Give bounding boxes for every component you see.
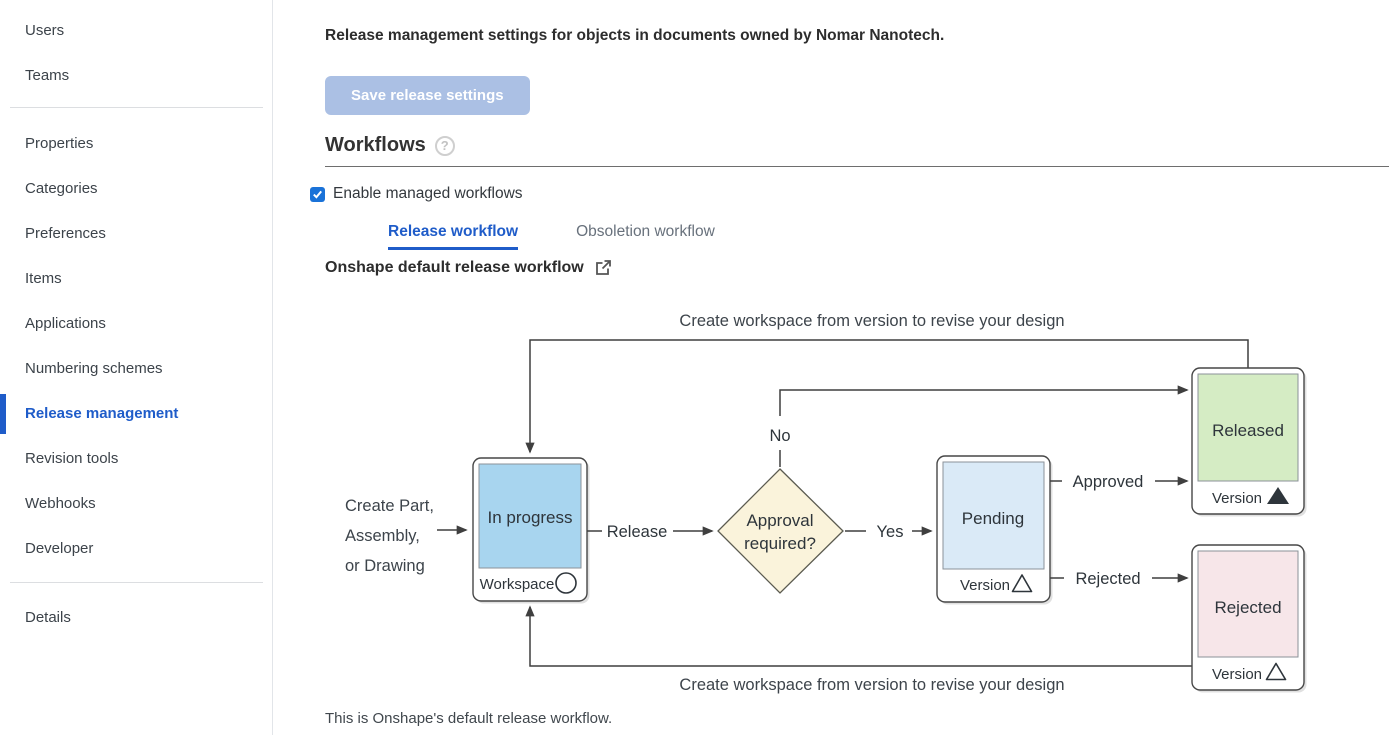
page-title: Release management settings for objects …: [325, 27, 945, 44]
decision-shape: [717, 468, 844, 594]
rejected-label: Rejected: [1214, 598, 1281, 617]
rejected-fill: [1197, 550, 1299, 658]
tab-obsoletion-workflow[interactable]: Obsoletion workflow: [576, 223, 715, 240]
bottom-note: Create workspace from version to revise …: [679, 676, 1064, 694]
sidebar-item-numbering-schemes[interactable]: Numbering schemes: [25, 360, 163, 377]
release-workflow-diagram: Create workspace from version to revise …: [345, 312, 1307, 694]
sidebar-item-release-management[interactable]: Release management: [0, 394, 272, 434]
sidebar-item-items[interactable]: Items: [25, 270, 62, 287]
input-text-line2: Assembly,: [345, 527, 420, 545]
in-progress-fill: [478, 463, 582, 569]
sidebar-item-applications[interactable]: Applications: [25, 315, 106, 332]
workspace-circle-icon: [555, 572, 577, 594]
approved-edge-label: Approved: [1073, 473, 1144, 491]
external-link-icon[interactable]: [594, 259, 612, 277]
approval-decision-diamond: Approval required?: [717, 468, 844, 594]
no-edge-label: No: [769, 427, 790, 445]
triangle-filled-icon: [1267, 487, 1289, 504]
released-node: Released Version: [1191, 367, 1307, 517]
released-label: Released: [1212, 421, 1284, 440]
released-fill: [1197, 373, 1299, 482]
active-item-indicator: [0, 394, 6, 434]
rejected-edge-label: Rejected: [1075, 570, 1140, 588]
enable-managed-workflows-checkbox[interactable]: [310, 186, 325, 202]
in-progress-label: In progress: [487, 508, 572, 527]
rejected-sublabel: Version: [1212, 666, 1262, 683]
sidebar-item-teams[interactable]: Teams: [25, 67, 70, 84]
sidebar-divider: [10, 107, 263, 108]
feedback-line-bottom: [525, 605, 1192, 667]
sidebar-item-categories[interactable]: Categories: [25, 180, 98, 197]
in-progress-sublabel: Workspace: [480, 576, 555, 593]
sidebar-item-developer[interactable]: Developer: [25, 540, 94, 557]
no-edge-arrow: [779, 385, 1189, 416]
workflows-heading: Workflows: [325, 134, 426, 156]
pending-fill: [942, 461, 1045, 570]
sidebar-item-users[interactable]: Users: [25, 22, 65, 39]
yes-edge-label: Yes: [877, 523, 904, 541]
pending-label: Pending: [962, 509, 1024, 528]
input-text-line3: or Drawing: [345, 557, 425, 575]
released-sublabel: Version: [1212, 490, 1262, 507]
feedback-line-top: [525, 339, 1249, 454]
decision-line2: required?: [744, 534, 816, 553]
sidebar-divider: [10, 582, 263, 583]
diagram-caption: This is Onshape's default release workfl…: [325, 710, 613, 727]
input-text-line1: Create Part,: [345, 497, 434, 515]
triangle-outline-icon: [1265, 662, 1287, 681]
sidebar-item-details[interactable]: Details: [25, 609, 71, 626]
workflow-name: Onshape default release workflow: [325, 259, 584, 276]
sidebar-item-properties[interactable]: Properties: [25, 135, 94, 152]
rejected-node: Rejected Version: [1191, 544, 1307, 693]
sidebar-item-revision-tools[interactable]: Revision tools: [25, 450, 119, 467]
section-divider: [325, 166, 1389, 167]
settings-sidebar: Users Teams Properties Categories Prefer…: [0, 0, 273, 735]
pending-sublabel: Version: [960, 577, 1010, 594]
help-icon[interactable]: ?: [434, 135, 455, 156]
release-management-panel: Release management settings for objects …: [273, 0, 1395, 735]
decision-line1: Approval: [746, 511, 813, 530]
release-edge-label: Release: [607, 523, 668, 541]
sidebar-item-preferences[interactable]: Preferences: [25, 225, 106, 242]
sidebar-item-label: Release management: [25, 405, 179, 422]
pending-node: Pending Version: [936, 455, 1053, 605]
tab-release-workflow[interactable]: Release workflow: [388, 223, 519, 250]
checkmark-icon: [313, 190, 322, 199]
enable-managed-workflows-label: Enable managed workflows: [333, 185, 523, 202]
top-note: Create workspace from version to revise …: [679, 312, 1064, 330]
sidebar-item-webhooks[interactable]: Webhooks: [25, 495, 96, 512]
save-release-settings-button[interactable]: Save release settings: [325, 76, 530, 115]
triangle-outline-icon: [1011, 574, 1033, 593]
in-progress-node: In progress Workspace: [472, 457, 590, 604]
workflow-tabs: Release workflow Obsoletion workflow: [388, 223, 715, 250]
